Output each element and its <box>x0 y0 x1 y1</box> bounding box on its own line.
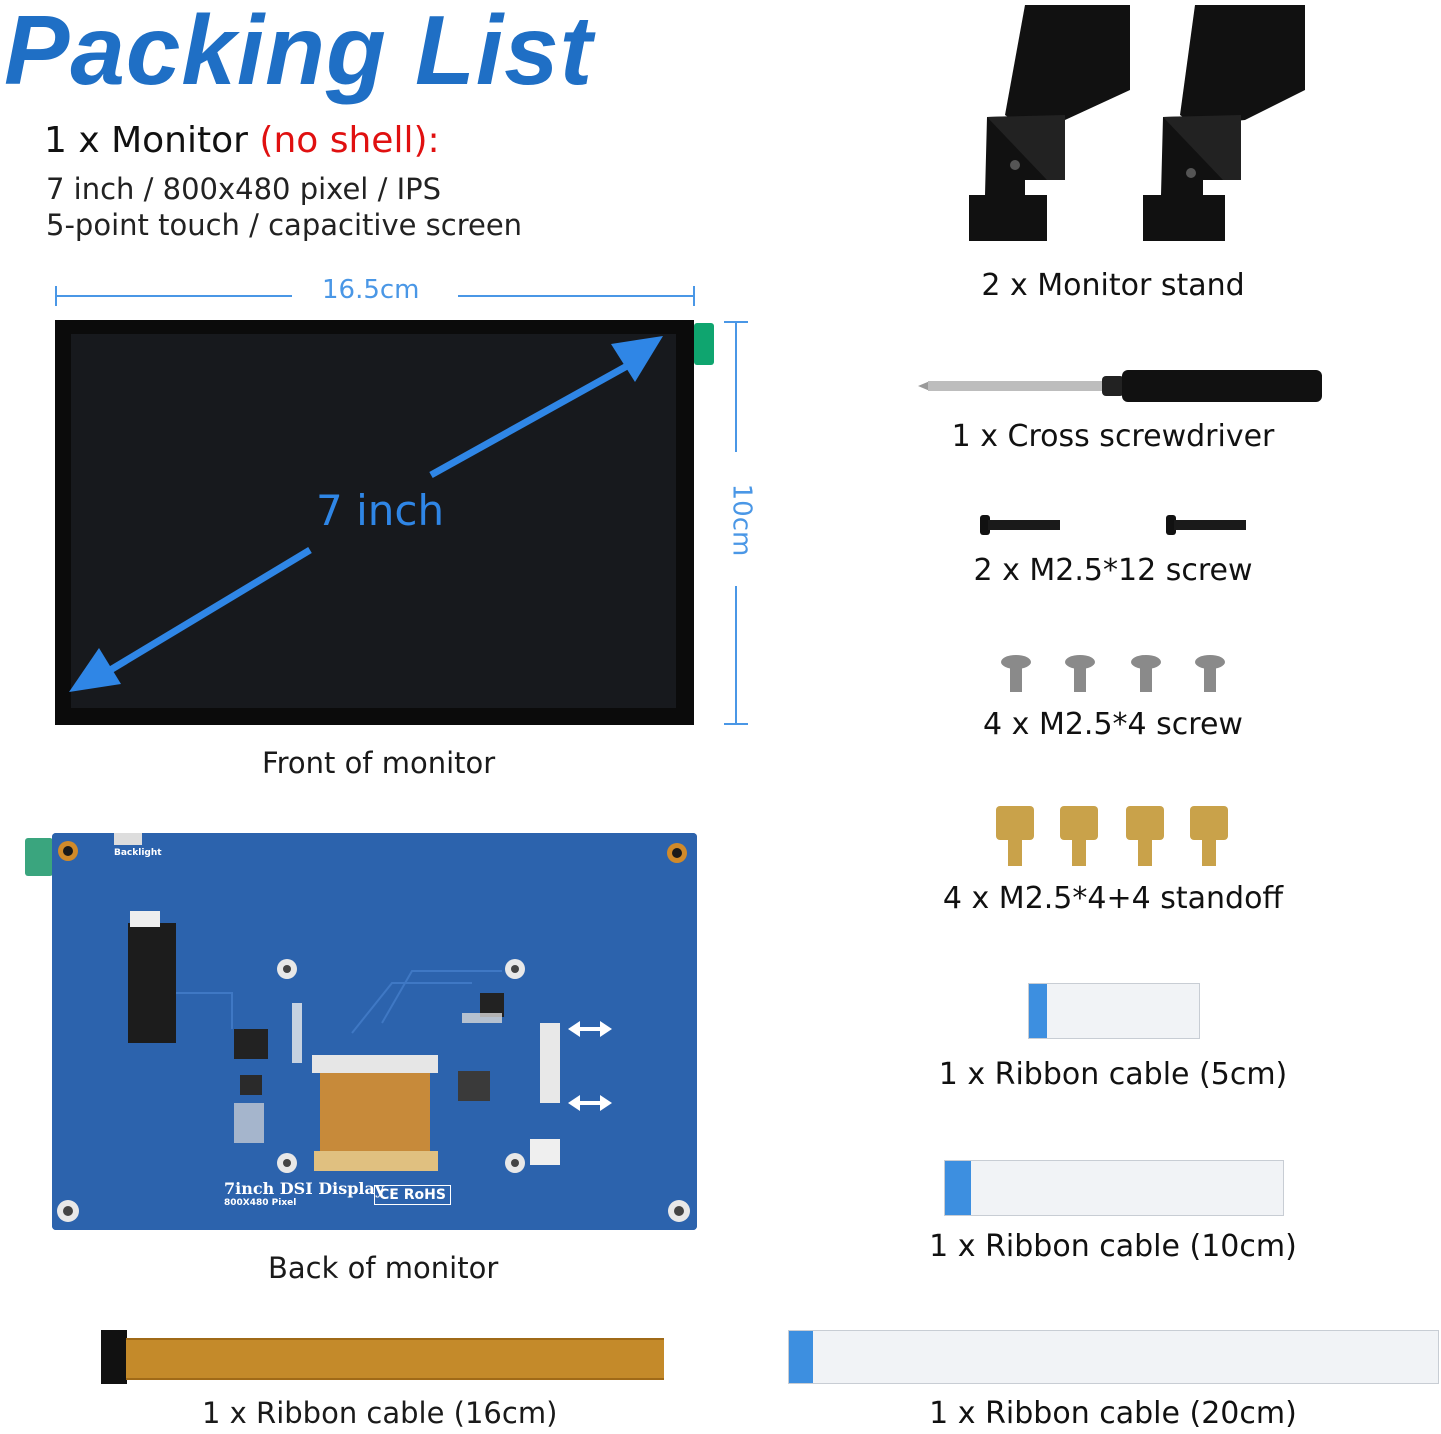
page-title: Packing List <box>4 0 594 105</box>
ribbon5-caption: 1 x Ribbon cable (5cm) <box>938 1057 1288 1092</box>
ribbon20-caption: 1 x Ribbon cable (20cm) <box>929 1396 1297 1431</box>
ribbon10-cable <box>944 1160 1284 1216</box>
ribbon5-cable <box>1028 983 1200 1039</box>
pcb-backlight-label: Backlight <box>114 848 162 858</box>
pcb-cert-marks: CE RoHS <box>374 1185 451 1205</box>
m25x12-screws-image <box>980 515 1246 535</box>
pcb-traces <box>52 833 697 1230</box>
width-dimension-line <box>55 286 695 306</box>
screw4-caption: 4 x M2.5*4 screw <box>983 707 1243 742</box>
monitor-spec-line-1: 7 inch / 800x480 pixel / IPS <box>46 172 442 206</box>
diagonal-arrow <box>69 336 663 692</box>
flex-tab-front <box>694 323 714 365</box>
ribbon10-stiffener <box>945 1161 971 1215</box>
standoffs-image <box>996 806 1228 866</box>
screwdriver-image <box>918 370 1322 402</box>
ribbon16-cable <box>126 1338 664 1380</box>
standoff-caption: 4 x M2.5*4+4 standoff <box>942 881 1284 916</box>
pcb-board-title: 7inch DSI Display <box>224 1179 385 1198</box>
pcb-board-subtitle: 800X480 Pixel <box>224 1198 297 1208</box>
m25x4-screws-image <box>1001 655 1225 692</box>
stand-caption: 2 x Monitor stand <box>981 268 1245 303</box>
ribbon16-connector <box>101 1330 127 1384</box>
screwdriver-caption: 1 x Cross screwdriver <box>951 419 1275 454</box>
height-label: 10cm <box>726 483 757 557</box>
monitor-back-pcb: Backlight 7inch DSI Display 800X480 Pixe… <box>52 833 697 1230</box>
monitor-heading: 1 x Monitor (no shell): <box>44 120 440 161</box>
ribbon20-stiffener <box>789 1331 813 1383</box>
height-dimension-line <box>724 321 748 725</box>
ribbon20-cable <box>788 1330 1439 1384</box>
diagonal-label: 7 inch <box>316 486 445 535</box>
ribbon10-caption: 1 x Ribbon cable (10cm) <box>929 1229 1297 1264</box>
screw12-caption: 2 x M2.5*12 screw <box>973 553 1253 588</box>
monitor-heading-label: 1 x Monitor <box>44 120 248 161</box>
back-caption: Back of monitor <box>268 1251 499 1285</box>
ribbon16-caption: 1 x Ribbon cable (16cm) <box>202 1396 558 1430</box>
width-label: 16.5cm <box>322 275 420 305</box>
monitor-stand-image <box>969 5 1305 241</box>
monitor-spec-line-2: 5-point touch / capacitive screen <box>46 208 523 242</box>
front-caption: Front of monitor <box>262 746 496 780</box>
flex-tab-back <box>25 838 53 876</box>
monitor-heading-note: (no shell): <box>259 120 440 161</box>
ribbon5-stiffener <box>1029 984 1047 1038</box>
